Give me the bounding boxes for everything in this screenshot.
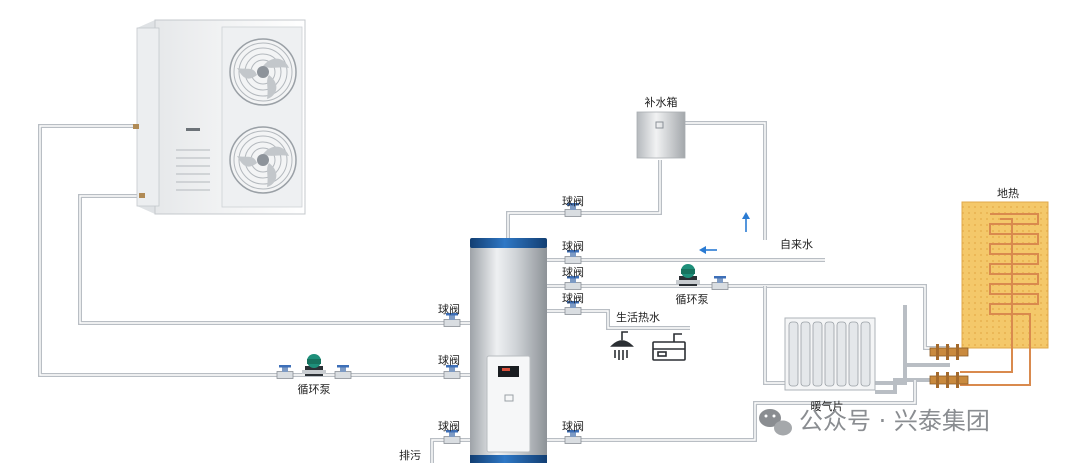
valve-label: 球阀 — [438, 419, 460, 433]
floor-heating-manifold — [929, 344, 969, 388]
drain-label: 排污 — [399, 448, 421, 462]
heat-pump-outdoor-unit-icon — [133, 19, 306, 215]
floor-heating-label: 地热 — [997, 187, 1019, 200]
radiator-label: 暖气片 — [811, 399, 844, 413]
valve-label: 球阀 — [562, 194, 584, 208]
wechat-icon — [759, 409, 792, 436]
valve-label: 球阀 — [438, 302, 460, 316]
radiator-icon — [784, 317, 876, 391]
valve-label: 球阀 — [562, 419, 584, 433]
water-tank — [470, 238, 547, 463]
valve-label: 球阀 — [562, 239, 584, 253]
pump-label: 循环泵 — [298, 383, 331, 396]
watermark-text: 公众号 · 兴泰集团 — [799, 407, 990, 435]
floor-heating-panel — [960, 201, 1049, 386]
shower-icon — [610, 331, 634, 360]
valve-label: 球阀 — [562, 291, 584, 305]
valve-label: 球阀 — [438, 353, 460, 367]
domestic-hot-water-label: 生活热水 — [616, 310, 660, 324]
valve-label: 球阀 — [562, 265, 584, 279]
pump-label: 循环泵 — [676, 293, 709, 306]
tap-water-label: 自来水 — [780, 238, 813, 251]
makeup-tank-label: 补水箱 — [645, 95, 678, 109]
makeup-water-tank — [636, 111, 686, 159]
flow-arrow-icon — [699, 212, 750, 254]
sink-icon — [652, 333, 686, 361]
